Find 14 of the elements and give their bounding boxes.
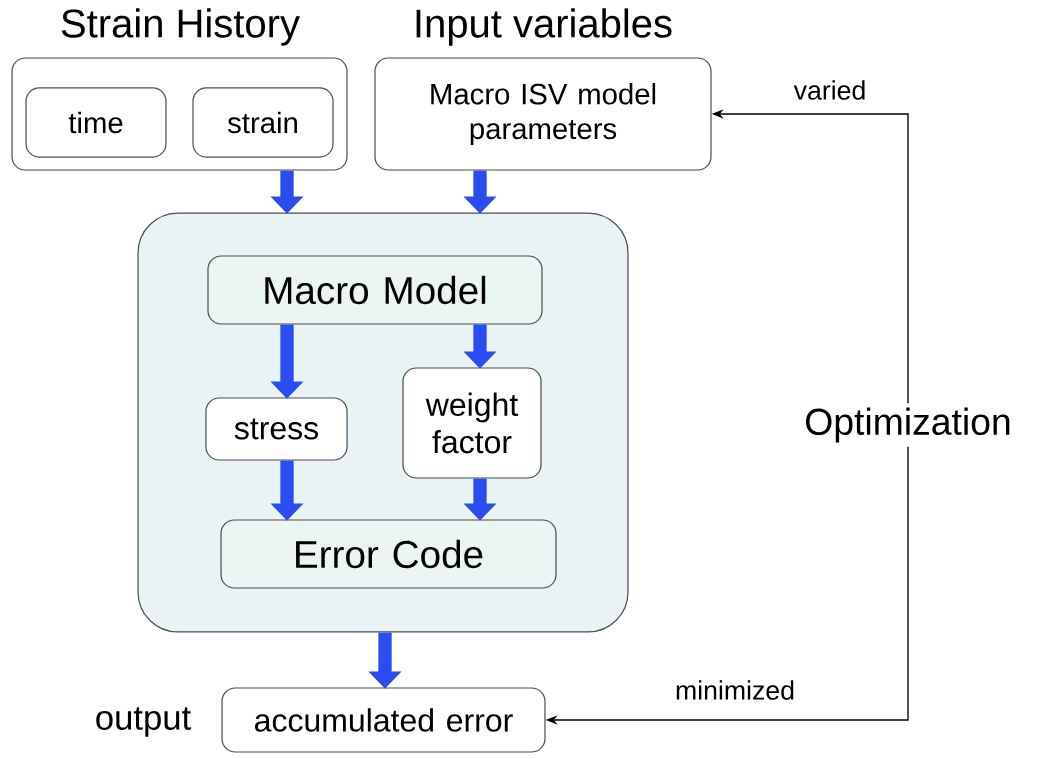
process-box: Macro Model [207,255,543,325]
node-label: Strain History [61,8,300,46]
process-box: weight factor [402,367,542,479]
process-box: stress [205,397,348,461]
edge-label: minimized [676,680,794,700]
process-box: time [25,87,167,158]
process-box: accumulated error [221,687,546,753]
process-box: Input variables Macro ISV model parameters [374,8,712,171]
process-label: Optimization [800,403,1016,447]
side-label: output [96,707,191,737]
node-label: Input variables [416,8,672,46]
process-box: Error Code [220,519,557,589]
edge-label: varied [793,80,865,100]
process-box: strain [192,87,334,158]
